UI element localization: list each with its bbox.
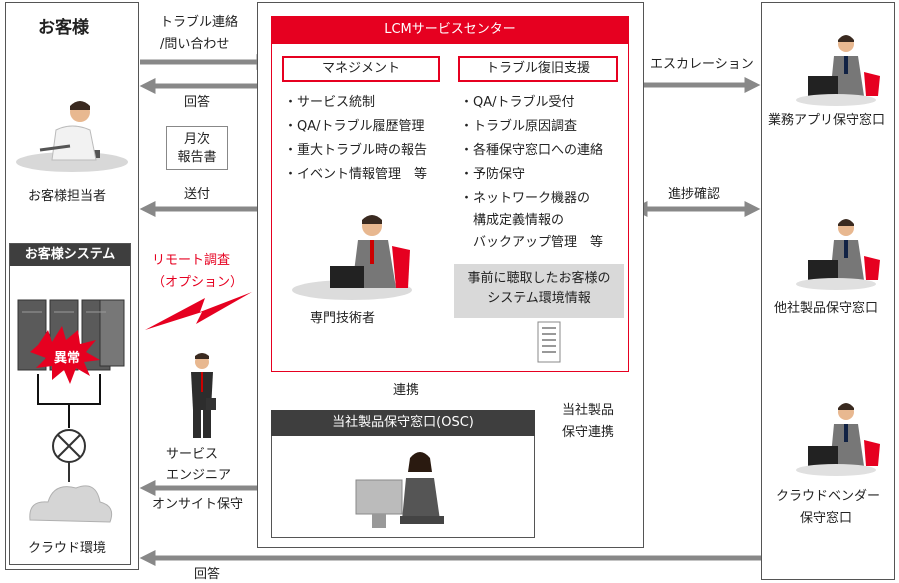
vendor-cloud-label-2: 保守窓口 bbox=[800, 510, 852, 527]
bottom-reply-label: 回答 bbox=[194, 566, 220, 583]
vendor-app-label: 業務アプリ保守窓口 bbox=[768, 112, 885, 129]
vendor-other-label: 他社製品保守窓口 bbox=[774, 300, 878, 317]
vendor-cloud-label-1: クラウドベンダー bbox=[776, 488, 880, 505]
